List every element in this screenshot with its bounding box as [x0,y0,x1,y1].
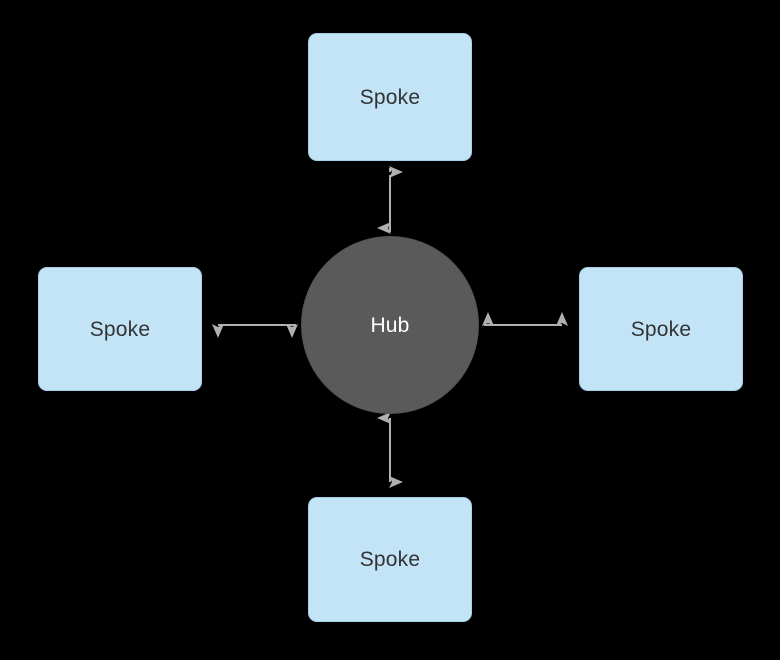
node-spoke-top-label: Spoke [359,85,421,109]
node-spoke-bottom-label: Spoke [359,548,421,571]
node-hub[interactable]: Hub [301,236,479,414]
node-spoke-top[interactable]: Spoke [308,33,472,161]
node-spoke-right-label: Spoke [630,317,692,341]
node-spoke-left[interactable]: Spoke [38,267,202,391]
node-spoke-right[interactable]: Spoke [579,267,743,391]
node-spoke-bottom[interactable]: Spoke [308,497,472,622]
node-spoke-left-label: Spoke [89,317,151,341]
node-hub-label: Hub [370,313,410,337]
